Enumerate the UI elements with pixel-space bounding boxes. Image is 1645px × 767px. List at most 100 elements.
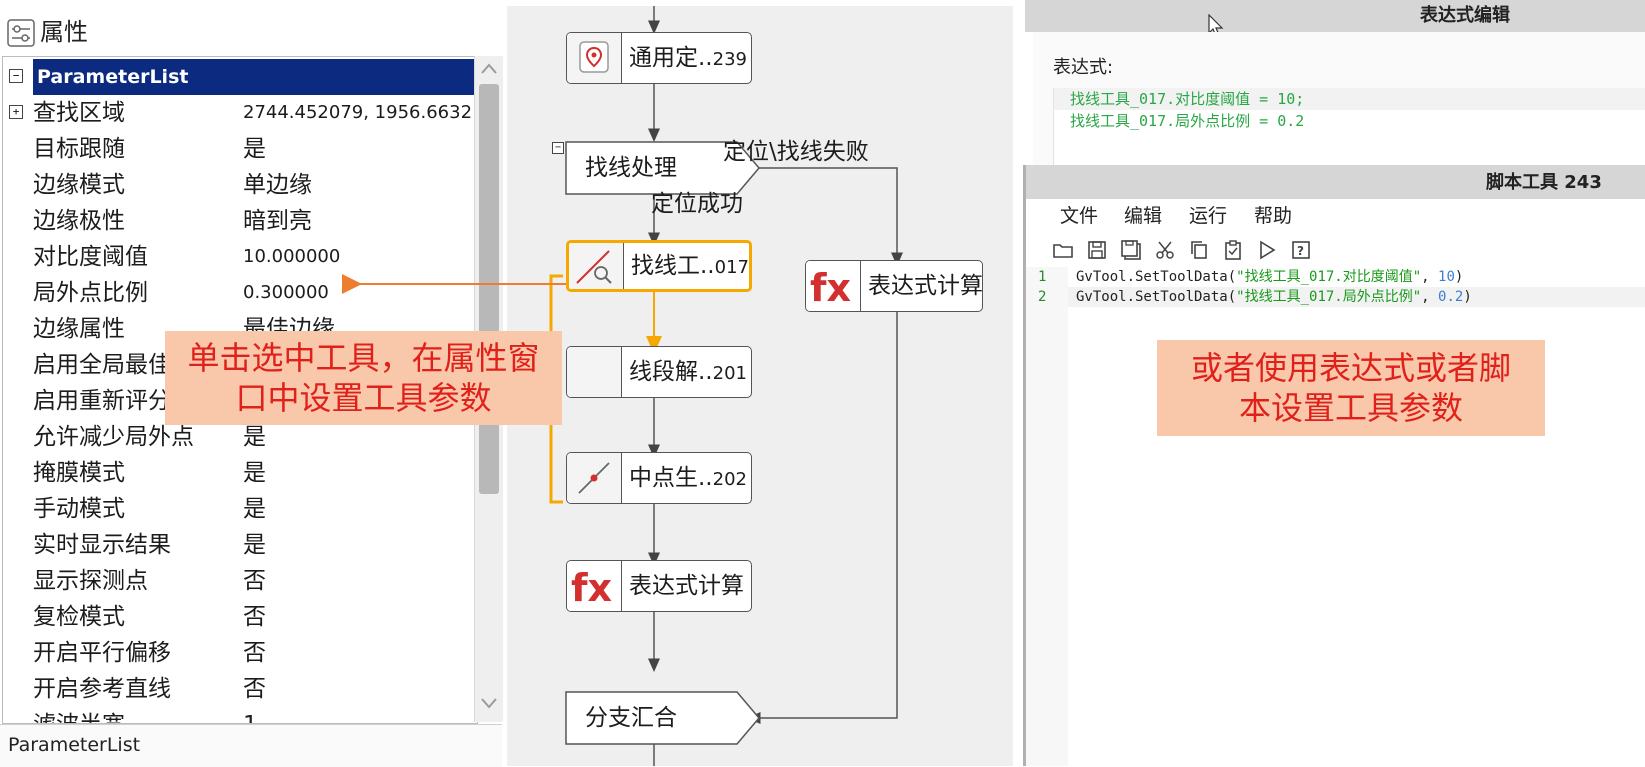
menu-file[interactable]: 文件 [1060,205,1099,227]
property-value[interactable]: 是 [243,424,266,450]
flow-node-expression-calc-right[interactable]: fx 表达式计算 [805,260,983,312]
expression-input[interactable]: 找线工具_017.对比度阈值 = 10; 找线工具_017.局外点比例 = 0.… [1053,88,1645,165]
flow-canvas[interactable]: − 通用定..239 找线处理 定位\找线失败 定位成功 找线工..017 fx [507,6,1013,766]
paste-icon[interactable] [1222,239,1244,261]
property-name: 滤波半宽 [33,707,125,723]
property-row[interactable]: 边缘模式单边缘 [3,167,475,203]
branch-fail-label: 定位\找线失败 [723,139,869,165]
expression-line[interactable]: 找线工具_017.局外点比例 = 0.2 [1070,112,1305,130]
flow-node-midpoint[interactable]: 中点生..202 [566,452,752,504]
scroll-thumb[interactable] [479,84,499,494]
expression-editor-title: 表达式编辑 [1420,5,1510,26]
property-name: 启用重新评分 [33,388,171,414]
save-icon[interactable] [1086,239,1108,261]
location-icon [567,33,622,83]
line-number: 1 [1038,269,1047,285]
code-call: GvTool.SetToolData( [1076,269,1237,285]
code-line[interactable]: GvTool.SetToolData("找线工具_017.局外点比例", 0.2… [1068,287,1645,307]
callout-text-line: 口中设置工具参数 [235,379,492,417]
property-value[interactable]: 是 [243,496,266,522]
property-value[interactable]: 0.300000 [243,282,329,303]
script-toolbar: ? [1026,233,1645,267]
property-name: 目标跟随 [33,136,125,162]
scroll-down-icon[interactable] [479,694,499,712]
scroll-up-icon[interactable] [479,60,499,78]
line-number-gutter: 1 2 [1026,267,1068,766]
script-tool-titlebar[interactable]: 脚本工具 243 [1026,165,1645,199]
property-value[interactable]: 暗到亮 [243,208,312,234]
property-name: 实时显示结果 [33,532,171,558]
property-name: 对比度阈值 [33,244,148,270]
property-value[interactable]: 是 [243,532,266,558]
menu-run[interactable]: 运行 [1189,205,1228,227]
property-description-bar: ParameterList [0,724,502,767]
property-row[interactable]: 边缘极性暗到亮 [3,203,475,239]
property-row[interactable]: 开启参考直线否 [3,671,475,707]
node-id: 239 [712,49,747,70]
property-group-header[interactable]: − ParameterList [3,59,475,95]
save-all-icon[interactable] [1120,239,1142,261]
property-value[interactable]: 否 [243,604,266,630]
flow-node-general-locate[interactable]: 通用定..239 [566,32,752,84]
property-description-text: ParameterList [8,734,141,756]
properties-header: 属性 [0,12,502,56]
folder-open-icon[interactable] [1052,239,1074,261]
condition-node-label[interactable]: 找线处理 [585,155,677,181]
svg-text:fx: fx [810,266,851,310]
expression-editor-window: 表达式编辑 表达式: 找线工具_017.对比度阈值 = 10; 找线工具_017… [1025,0,1645,165]
flow-node-find-line[interactable]: 找线工..017 [566,240,752,292]
property-value[interactable]: 1 [243,707,473,723]
branch-success-label: 定位成功 [651,191,743,217]
property-value[interactable]: 是 [243,460,266,486]
code-string: "找线工具_017.局外点比例" [1236,289,1422,305]
code-number: 0.2 [1438,289,1464,305]
property-row[interactable]: 复检模式否 [3,599,475,635]
property-row[interactable]: 滤波半宽 1 [3,707,475,723]
property-row[interactable]: 手动模式是 [3,491,475,527]
condition-node-shape [565,141,760,195]
property-name: 局外点比例 [33,280,148,306]
cut-icon[interactable] [1154,239,1176,261]
property-value[interactable]: 否 [243,676,266,702]
property-row[interactable]: 局外点比例 0.300000 [3,275,475,311]
help-icon[interactable]: ? [1290,239,1312,261]
property-value[interactable]: 2744.452079, 1956.663208 [243,102,473,123]
property-value[interactable]: 单边缘 [243,172,312,198]
property-group-name: ParameterList [33,59,475,95]
node-id: 202 [712,469,747,490]
merge-node-label[interactable]: 分支汇合 [585,705,677,731]
script-tool-title: 脚本工具 243 [1486,172,1602,193]
property-row[interactable]: 对比度阈值 10.000000 [3,239,475,275]
callout-right: 或者使用表达式或者脚 本设置工具参数 [1157,340,1545,436]
property-name: 掩膜模式 [33,460,125,486]
property-row[interactable]: 显示探测点否 [3,563,475,599]
code-line[interactable]: GvTool.SetToolData("找线工具_017.对比度阈值", 10) [1068,267,1645,287]
flow-node-segment[interactable]: 线段解..201 [566,346,752,398]
node-label: 中点生.. [629,465,713,491]
copy-icon[interactable] [1188,239,1210,261]
property-value[interactable]: 否 [243,568,266,594]
property-row[interactable]: 开启平行偏移否 [3,635,475,671]
run-icon[interactable] [1256,239,1278,261]
node-label: 线段解.. [629,359,713,385]
property-row[interactable]: 目标跟随 是 [3,131,475,167]
fx-icon: fx [806,261,861,311]
property-value[interactable]: 是 [243,136,266,162]
menu-edit[interactable]: 编辑 [1124,205,1163,227]
property-value[interactable]: 否 [243,640,266,666]
property-row[interactable]: 掩膜模式 是 [3,455,475,491]
line-number: 2 [1038,289,1047,305]
group-collapse-icon[interactable]: − [552,142,564,154]
property-value[interactable]: 10.000000 [243,246,341,267]
expression-line[interactable]: 找线工具_017.对比度阈值 = 10; [1054,88,1645,110]
expression-editor-titlebar[interactable]: 表达式编辑 [1025,0,1645,37]
expand-icon[interactable]: + [9,105,23,119]
code-call: GvTool.SetToolData( [1076,289,1237,305]
menu-help[interactable]: 帮助 [1254,205,1293,227]
code-string: "找线工具_017.对比度阈值" [1236,269,1422,285]
property-row[interactable]: 实时显示结果 是 [3,527,475,563]
property-row[interactable]: 允许减少局外点是 [3,419,475,455]
collapse-icon[interactable]: − [9,69,23,83]
flow-node-expression-calc[interactable]: fx 表达式计算 [566,560,752,612]
